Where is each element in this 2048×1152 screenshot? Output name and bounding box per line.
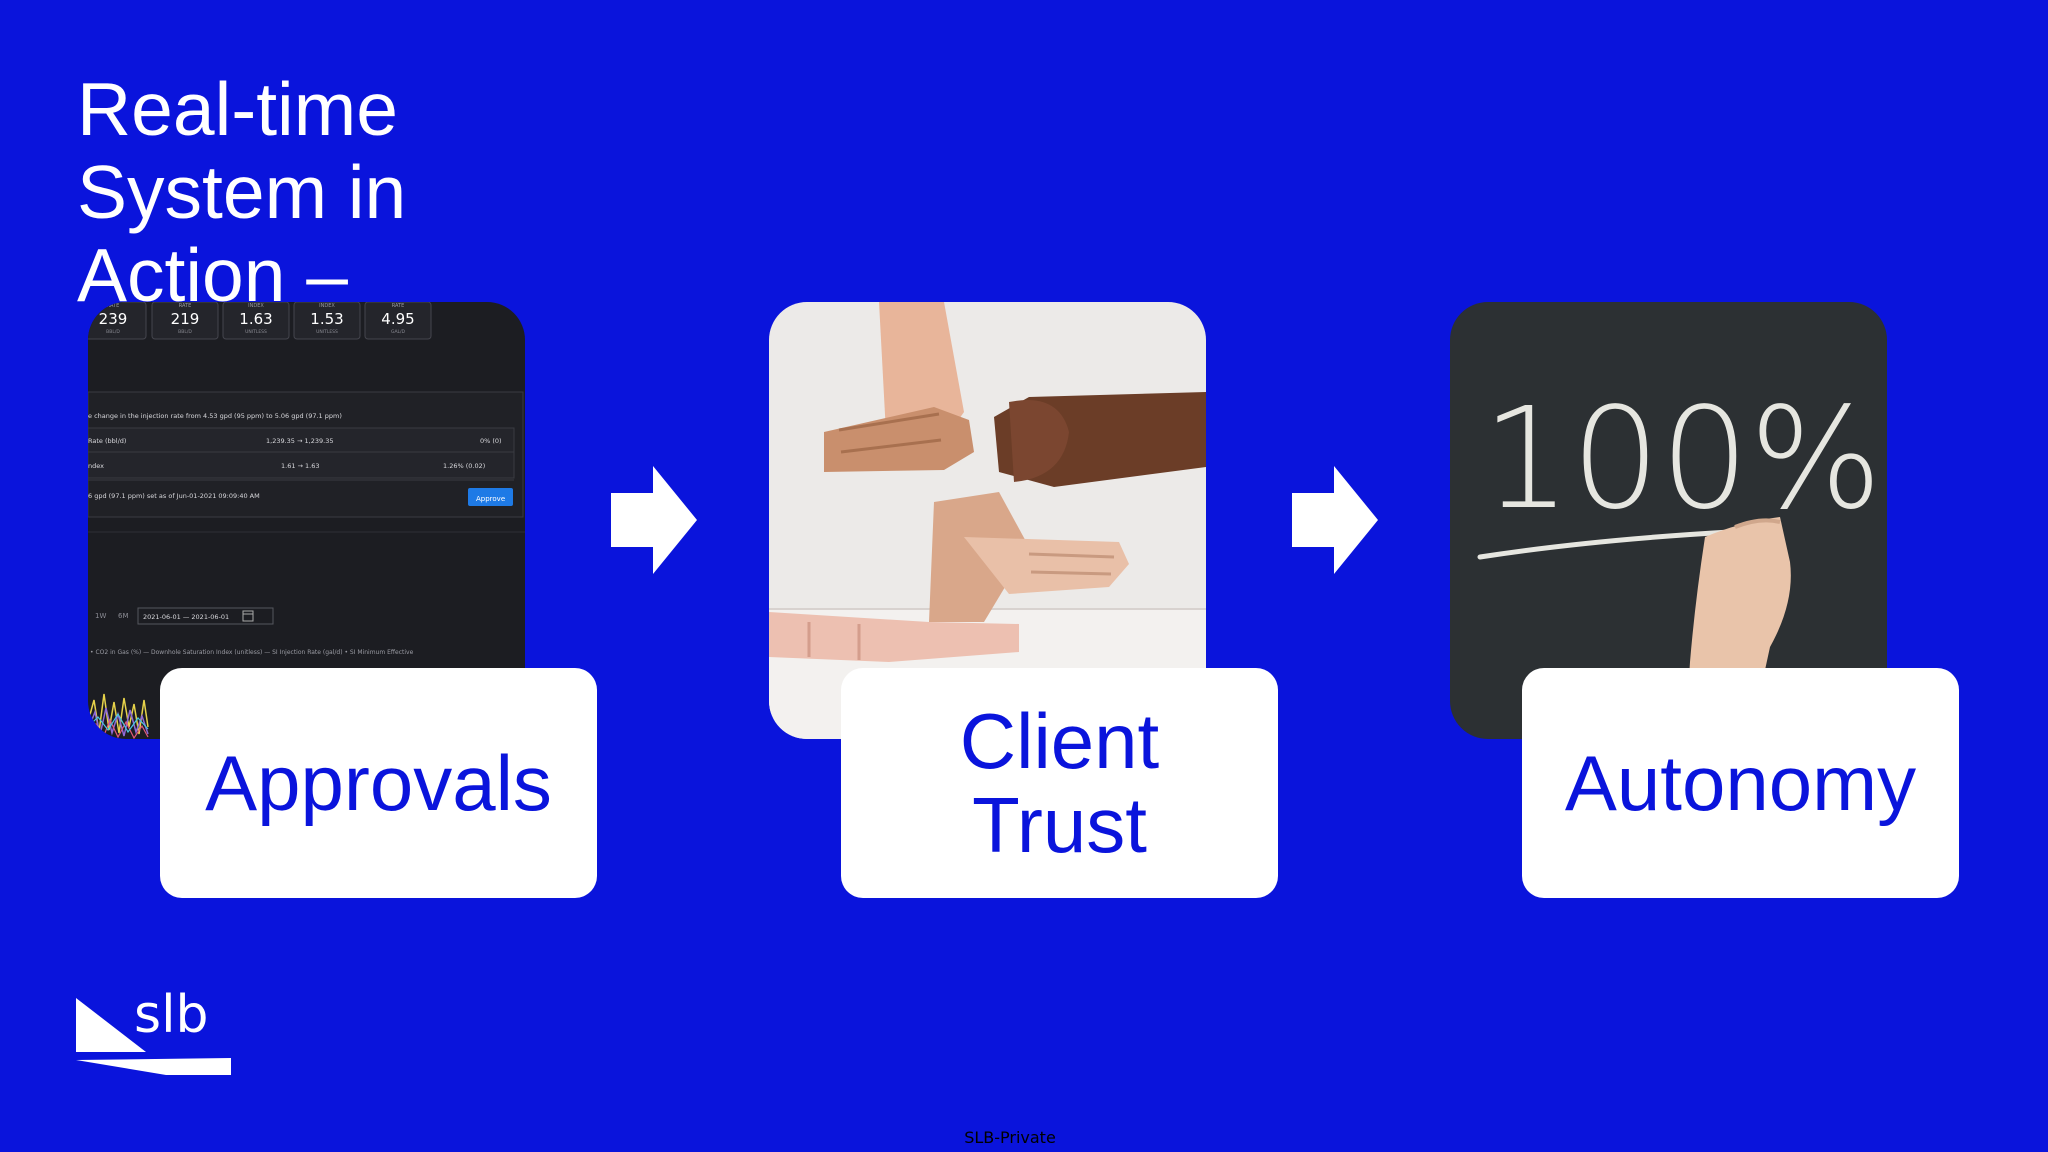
kpi-unit: UNITLESS <box>316 329 338 335</box>
approve-button[interactable] <box>468 488 513 506</box>
kpi-unit: UNITLESS <box>245 329 267 335</box>
kpi-unit: BBL/D <box>178 329 192 335</box>
caption-client-trust: Client Trust <box>841 668 1278 898</box>
caption-client-trust-label: Client Trust <box>959 697 1160 869</box>
slb-logo: slb <box>76 990 231 1075</box>
svg-text:1W: 1W <box>95 612 106 620</box>
kpi-label: RATE <box>392 303 405 309</box>
right-arrow-icon <box>611 466 697 574</box>
right-arrow-icon <box>1292 466 1378 574</box>
change-text: e change in the injection rate from 4.53… <box>88 412 342 420</box>
table-row-change: 1,239.35 → 1,239.35 <box>266 437 333 445</box>
svg-text:slb: slb <box>134 990 209 1045</box>
table-row-delta: 0% (0) <box>480 437 502 445</box>
kpi-value: 1.53 <box>310 310 343 328</box>
kpi-label: RATE <box>179 303 192 309</box>
approve-button-label: Approve <box>476 495 505 503</box>
table-row-name: Rate (bbl/d) <box>88 437 126 445</box>
caption-autonomy: Autonomy <box>1522 668 1959 898</box>
caption-autonomy-label: Autonomy <box>1564 739 1917 827</box>
chart-legend: • CO2 in Gas (%) — Downhole Saturation I… <box>90 649 414 656</box>
table-row-name: ndex <box>88 462 104 470</box>
slide-title: Real-time System in Action – <box>77 67 407 317</box>
kpi-unit: BBL/D <box>106 329 120 335</box>
calendar-icon[interactable] <box>242 610 254 622</box>
kpi-unit: GAL/D <box>391 329 406 335</box>
date-range-text: 2021-06-01 — 2021-06-01 <box>143 613 229 621</box>
table-row-delta: 1.26% (0.02) <box>443 462 485 470</box>
svg-text:6M: 6M <box>118 612 129 620</box>
kpi-label: RATE <box>107 303 120 309</box>
footer-classification: SLB-Private <box>964 1128 1056 1147</box>
set-text: 6 gpd (97.1 ppm) set as of Jun-01-2021 0… <box>88 492 260 500</box>
kpi-label: INDEX <box>248 303 264 309</box>
caption-approvals-label: Approvals <box>205 739 552 827</box>
caption-approvals: Approvals <box>160 668 597 898</box>
chalkboard-image: 100% <box>1450 302 1887 739</box>
kpi-value: 1.63 <box>239 310 272 328</box>
kpi-value: 219 <box>171 310 200 328</box>
kpi-value: 239 <box>99 310 128 328</box>
date-range-input[interactable] <box>137 607 274 625</box>
chalkboard-text: 100% <box>1482 378 1882 541</box>
kpi-label: INDEX <box>319 303 335 309</box>
kpi-value: 4.95 <box>381 310 414 328</box>
table-row-change: 1.61 → 1.63 <box>281 462 320 470</box>
